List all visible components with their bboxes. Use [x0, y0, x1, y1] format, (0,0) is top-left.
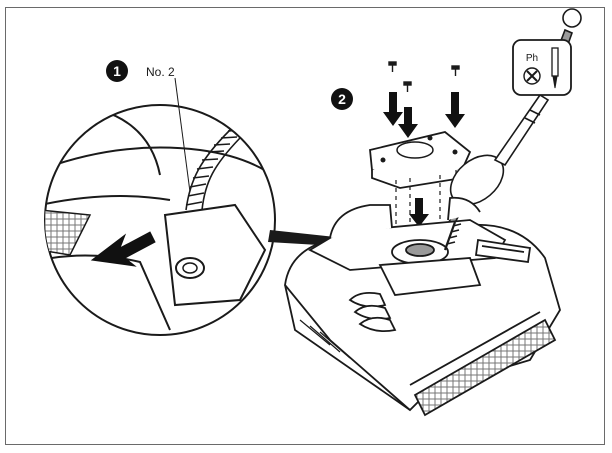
- direction-arrow: [90, 231, 156, 267]
- cover-plate: [369, 131, 472, 189]
- phillips-screwdriver-icon: [523, 47, 559, 89]
- coiled-cable: [185, 109, 261, 211]
- tool-label: Ph: [526, 53, 538, 64]
- pool-robot: [284, 196, 561, 417]
- figure-frame: [5, 7, 605, 445]
- down-arrow-icon: [383, 92, 465, 227]
- screw-icon: [388, 61, 460, 92]
- step-2-number: 2: [338, 91, 346, 107]
- step-1-badge: [106, 60, 128, 82]
- step-1-label: No. 2: [146, 65, 175, 79]
- step-2-badge: [331, 88, 353, 110]
- tool-callout: Ph: [512, 39, 572, 96]
- mount-block: [163, 203, 267, 307]
- step-1-number: 1: [113, 63, 121, 79]
